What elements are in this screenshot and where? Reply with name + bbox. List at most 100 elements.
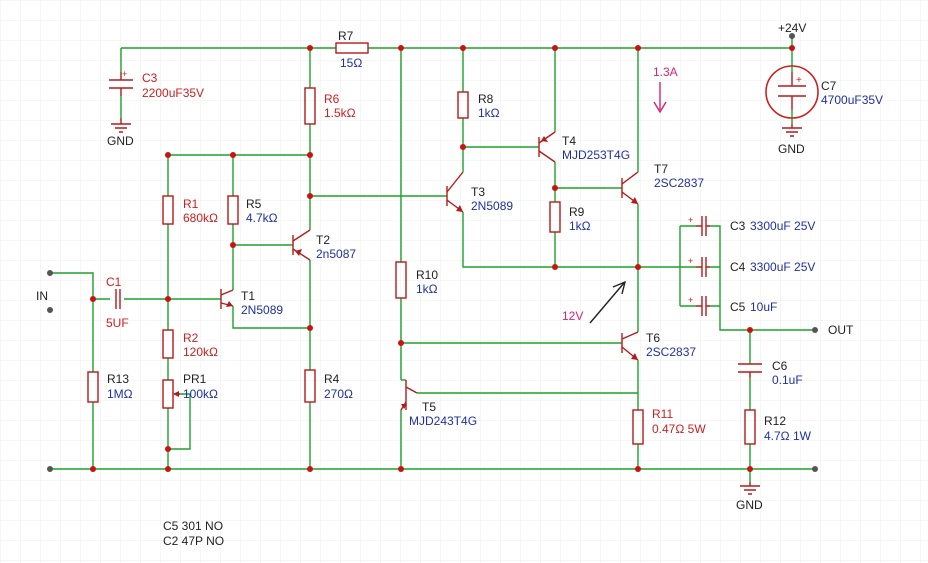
r12-ref: R12 [764, 414, 786, 428]
r11-ref: R11 [652, 407, 673, 421]
svg-text:+: + [796, 75, 802, 86]
wires [50, 36, 815, 482]
voltage-annotation: 12V [562, 309, 583, 323]
output-label: OUT [828, 323, 854, 337]
t7-ref: T7 [654, 162, 668, 176]
r1-value: 680kΩ [183, 211, 218, 225]
junction-dot [635, 45, 641, 51]
resistor-r8[interactable] [457, 91, 469, 119]
junction-dot [165, 466, 171, 472]
t5-ref: T5 [422, 400, 436, 414]
capacitor-c3-output[interactable]: + [688, 215, 710, 236]
c1-value: 5UF [106, 316, 129, 330]
gnd-label-c7: GND [778, 142, 805, 156]
c3-ref: C3 [142, 71, 158, 85]
r4-value: 270Ω [324, 387, 353, 401]
r7-value: 15Ω [340, 56, 362, 70]
r5-ref: R5 [246, 197, 262, 211]
junction-dot [398, 466, 404, 472]
resistor-r5[interactable] [227, 195, 239, 225]
capacitor-c1[interactable] [115, 289, 121, 309]
resistor-r10[interactable] [395, 261, 407, 299]
resistor-r13[interactable] [87, 371, 99, 403]
capacitor-c6[interactable] [738, 363, 762, 378]
junction-dot [230, 242, 236, 248]
gnd-label-c3: GND [107, 134, 134, 148]
terminals [47, 33, 818, 472]
resistor-r1[interactable] [162, 195, 174, 225]
transistor-t6[interactable] [621, 331, 639, 361]
junction-dot [90, 296, 96, 302]
svg-text:+: + [122, 69, 127, 79]
t6-ref: T6 [646, 331, 660, 345]
r4-ref: R4 [324, 372, 340, 386]
junction-dot [635, 466, 641, 472]
capacitor-c5[interactable]: + [688, 295, 710, 316]
c3-output-value: 3300uF 25V [750, 219, 815, 233]
c3-output-ref: C3 [730, 219, 746, 233]
labels: +24V IN OUT GND GND GND 1.3A 12V R1 680k… [36, 21, 883, 548]
c4-value: 3300uF 25V [750, 260, 815, 274]
voltage-arrow [589, 280, 627, 324]
resistor-r9[interactable] [549, 201, 561, 233]
gnd-label-output: GND [736, 498, 763, 512]
r8-ref: R8 [478, 92, 494, 106]
t3-value: 2N5089 [471, 199, 513, 213]
note-1: C5 301 NO [163, 519, 223, 533]
current-annotation: 1.3A [653, 65, 678, 79]
r13-value: 1MΩ [107, 387, 133, 401]
resistor-r4[interactable] [304, 369, 316, 403]
c6-value: 0.1uF [772, 373, 803, 387]
capacitor-c4[interactable]: + [688, 256, 710, 277]
transistor-t3[interactable] [446, 171, 464, 213]
transistor-t7[interactable] [621, 171, 639, 205]
junction-dot [398, 45, 404, 51]
r10-ref: R10 [416, 268, 438, 282]
r8-value: 1kΩ [478, 106, 500, 120]
capacitor-c3[interactable]: + [109, 69, 133, 96]
supply-label: +24V [778, 21, 806, 35]
r12-value: 4.7Ω 1W [764, 429, 812, 443]
c5-value: 10uF [750, 300, 777, 314]
resistor-r7[interactable] [335, 42, 369, 54]
current-arrow [653, 82, 667, 114]
potentiometer-pr1[interactable] [162, 379, 180, 409]
junction-dot [307, 152, 313, 158]
r13-ref: R13 [107, 372, 129, 386]
note-2: C2 47P NO [163, 534, 224, 548]
r9-ref: R9 [569, 205, 585, 219]
junction-dot [460, 144, 466, 150]
svg-text:+: + [688, 256, 693, 266]
transistor-t4[interactable] [538, 131, 556, 163]
r1-ref: R1 [183, 197, 199, 211]
resistor-r2[interactable] [162, 329, 174, 359]
transistor-t5[interactable] [400, 380, 418, 411]
r6-ref: R6 [324, 92, 340, 106]
transistor-t2[interactable] [292, 229, 311, 261]
t6-value: 2SC2837 [646, 345, 696, 359]
junction-dot [307, 45, 313, 51]
capacitor-c7[interactable]: + [765, 65, 819, 119]
junction-dot [90, 466, 96, 472]
resistor-r11[interactable] [632, 409, 644, 445]
t2-value: 2n5087 [316, 247, 356, 261]
resistor-r6[interactable] [304, 87, 316, 125]
t1-value: 2N5089 [241, 303, 283, 317]
r11-value: 0.47Ω 5W [652, 422, 706, 436]
c3-value: 2200uF35V [142, 86, 204, 100]
r2-ref: R2 [183, 331, 199, 345]
junction-dot [165, 296, 171, 302]
ground-symbol-c3 [111, 118, 131, 133]
c6-ref: C6 [772, 359, 788, 373]
t5-value: MJD243T4G [409, 414, 477, 428]
c4-ref: C4 [730, 260, 746, 274]
resistor-r12[interactable] [744, 409, 756, 445]
junction-dot [789, 45, 795, 51]
junctions [90, 45, 795, 472]
junction-dot [552, 185, 558, 191]
transistor-t1[interactable] [220, 289, 234, 309]
junction-dot [165, 446, 171, 452]
input-label: IN [36, 289, 48, 303]
c7-value: 4700uF35V [821, 93, 883, 107]
